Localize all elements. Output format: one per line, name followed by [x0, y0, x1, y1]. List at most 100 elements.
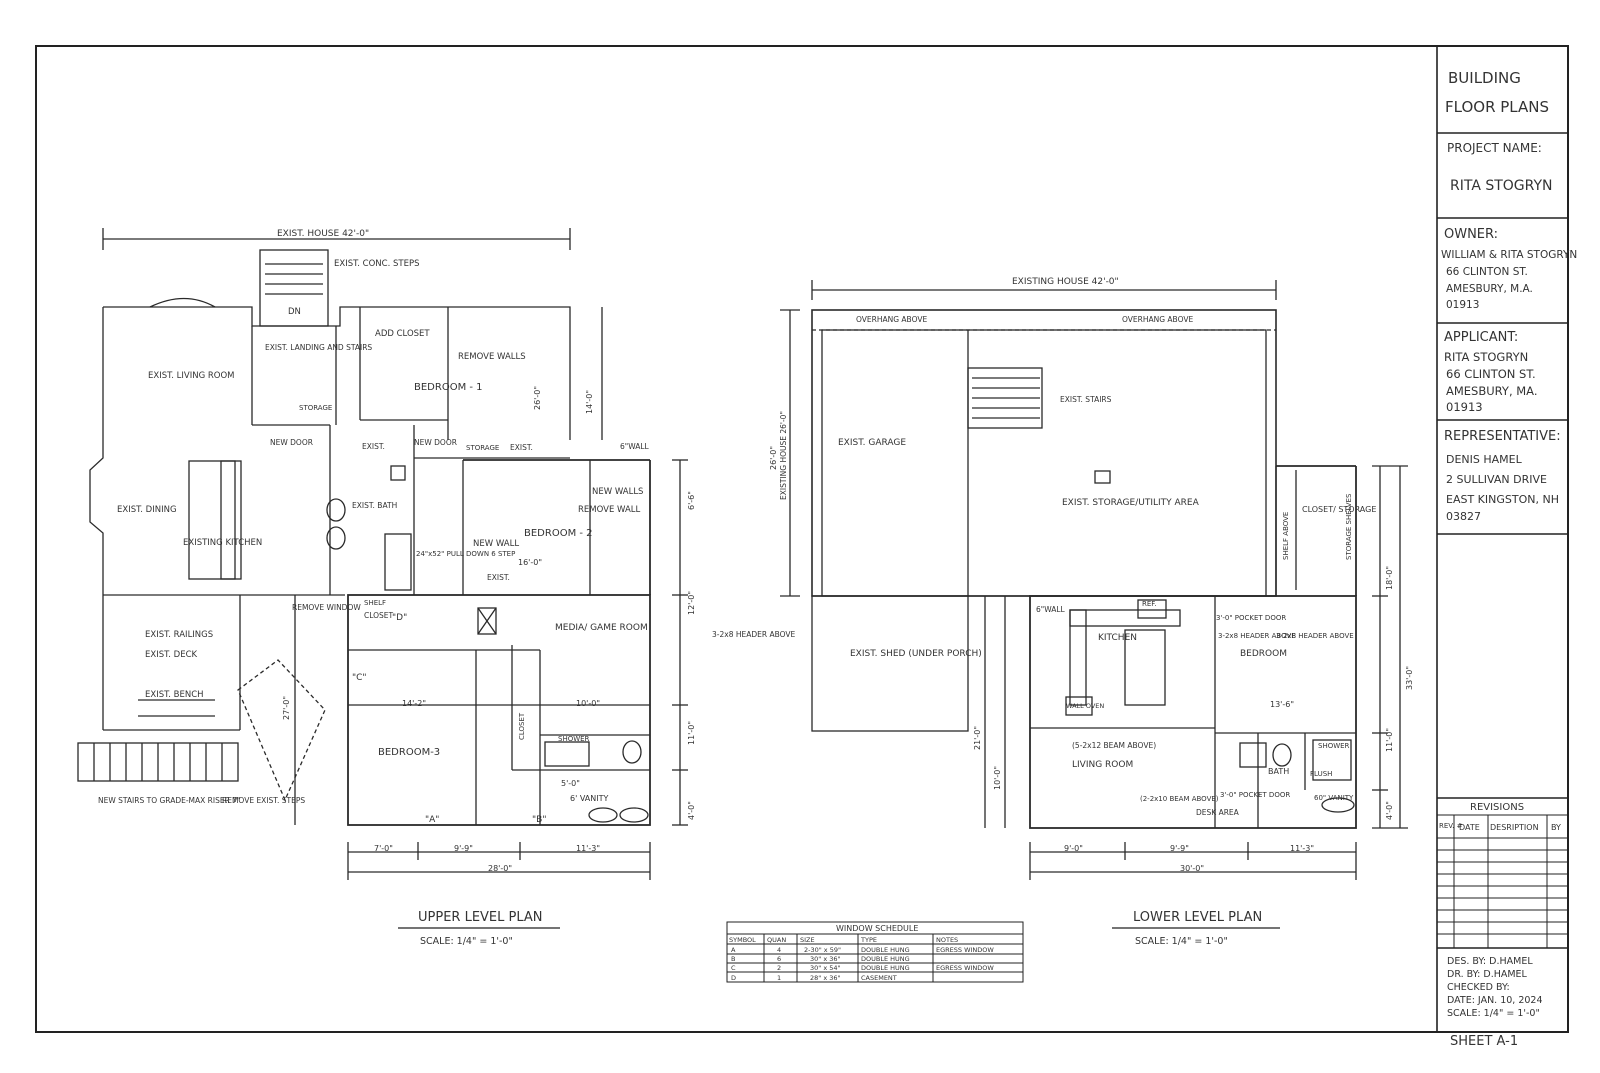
- upper-label-exist1: EXIST.: [362, 442, 385, 451]
- upper-label-shelf: SHELF: [364, 599, 386, 607]
- revisions-col-desc: DESRIPTION: [1490, 823, 1539, 832]
- applicant-line-2: 66 CLINTON ST.: [1446, 367, 1536, 381]
- upper-dim-50: 5'-0": [561, 779, 580, 788]
- lower-dim-40: 4'-0": [1385, 801, 1394, 820]
- lower-dim-110: 11'-0": [1385, 728, 1394, 752]
- lower-label-bedroom: BEDROOM: [1240, 649, 1287, 659]
- upper-label-dining: EXIST. DINING: [117, 505, 177, 515]
- revisions-text: REVISIONS REV. # DATE DESRIPTION BY: [1439, 802, 1561, 832]
- upper-label-kitchen: EXISTING KITCHEN: [183, 538, 262, 548]
- ws-row-d-symbol: D: [731, 974, 736, 982]
- upper-dim-70: 7'-0": [374, 844, 393, 853]
- upper-label-closet2: CLOSET: [518, 712, 526, 740]
- lower-label-shelf-above: SHELF ABOVE: [1282, 512, 1290, 560]
- upper-label-remove-wall: REMOVE WALL: [578, 505, 641, 515]
- revisions-col-by: BY: [1551, 823, 1561, 832]
- upper-dim-26: 26'-0": [533, 386, 542, 410]
- upper-label-remove-steps: REMOVE EXIST. STEPS: [222, 796, 305, 805]
- lower-label-header1: 3-2x8 HEADER ABOVE: [1218, 632, 1296, 640]
- representative-line-1: DENIS HAMEL: [1446, 453, 1523, 466]
- revisions-col-date: DATE: [1459, 823, 1480, 832]
- lower-dim-113: 11'-3": [1290, 844, 1314, 853]
- lower-plan-title: LOWER LEVEL PLAN: [1133, 910, 1262, 925]
- lower-label-storage-shelves: STORAGE SHELVES: [1345, 493, 1353, 560]
- upper-label-wall6: 6"WALL: [620, 442, 650, 451]
- owner-label: OWNER:: [1444, 227, 1498, 242]
- upper-label-dn: DN: [288, 307, 301, 317]
- upper-dim-66: 6'-6": [687, 491, 696, 510]
- upper-marker-a: "A": [425, 815, 439, 825]
- lower-label-overhang2: OVERHANG ABOVE: [1122, 315, 1193, 324]
- lower-label-ref: REF.: [1142, 600, 1156, 608]
- representative-line-2: 2 SULLIVAN DRIVE: [1446, 473, 1547, 486]
- revisions-title: REVISIONS: [1470, 802, 1524, 813]
- lower-label-beam2: (2-2x10 BEAM ABOVE): [1140, 795, 1219, 803]
- ws-row-b-type: DOUBLE HUNG: [861, 955, 910, 963]
- date: DATE: JAN. 10, 2024: [1447, 995, 1543, 1006]
- ws-header-type: TYPE: [860, 936, 877, 944]
- window-schedule-text: WINDOW SCHEDULE SYMBOL QUAN SIZE TYPE NO…: [729, 924, 994, 982]
- ws-row-b-quan: 6: [777, 955, 781, 963]
- ws-row-a-quan: 4: [777, 946, 781, 954]
- lower-label-wall-oven: WALL OVEN: [1066, 702, 1104, 710]
- lower-plan-walls: [780, 280, 1408, 880]
- upper-label-bedroom1: BEDROOM - 1: [414, 382, 483, 393]
- lower-dim-210: 21'-0": [973, 726, 982, 750]
- ws-row-d-size: 28" x 36": [810, 974, 841, 982]
- lower-label-storage-utility: EXIST. STORAGE/UTILITY AREA: [1062, 498, 1200, 508]
- upper-marker-d: "D": [392, 613, 407, 623]
- lower-label-garage: EXIST. GARAGE: [838, 438, 906, 448]
- upper-plan-labels: EXIST. HOUSE 42'-0" EXIST. CONC. STEPS D…: [98, 229, 796, 873]
- upper-label-bedroom3: BEDROOM-3: [378, 747, 440, 758]
- upper-dim-142: 14'-2": [402, 699, 426, 708]
- upper-label-new-door1: NEW DOOR: [270, 438, 313, 447]
- upper-label-bath: EXIST. BATH: [352, 501, 397, 510]
- upper-dim-110: 11'-0": [687, 721, 696, 745]
- lower-label-closet-storage: CLOSET/ STORAGE: [1302, 505, 1376, 514]
- owner-line-3: AMESBURY, M.A.: [1446, 283, 1533, 295]
- upper-plan-scale: SCALE: 1/4" = 1'-0": [420, 936, 513, 947]
- lower-plan-title-block: LOWER LEVEL PLAN SCALE: 1/4" = 1'-0": [1112, 910, 1280, 947]
- lower-label-wall6: 6"WALL: [1036, 605, 1066, 614]
- upper-label-steps: EXIST. CONC. STEPS: [334, 259, 420, 269]
- upper-label-remove-window: REMOVE WINDOW: [292, 603, 361, 612]
- upper-dim-280: 28'-0": [488, 864, 512, 873]
- title-line-1: BUILDING: [1448, 69, 1521, 87]
- lower-label-vanity: 60" VANITY: [1314, 794, 1354, 802]
- ws-row-d-quan: 1: [777, 974, 781, 982]
- lower-label-header2: 3-2x8 HEADER ABOVE: [1276, 632, 1354, 640]
- applicant-line-1: RITA STOGRYN: [1444, 350, 1528, 364]
- upper-label-exist2: EXIST.: [510, 443, 533, 452]
- lower-plan-labels: EXISTING HOUSE 42'-0" OVERHANG ABOVE OVE…: [769, 277, 1414, 873]
- upper-marker-b: "B": [532, 815, 546, 825]
- upper-marker-c: "C": [352, 673, 367, 683]
- lower-overall-dim: EXISTING HOUSE 42'-0": [1012, 277, 1119, 287]
- sheet-number: SHEET A-1: [1450, 1034, 1518, 1049]
- upper-label-new-stairs: NEW STAIRS TO GRADE-MAX RISER 7": [98, 796, 240, 805]
- ws-row-a-size: 2-30" x 59": [804, 946, 841, 954]
- upper-overall-dim: EXIST. HOUSE 42'-0": [277, 229, 369, 239]
- lower-label-living: LIVING ROOM: [1072, 760, 1133, 770]
- lower-label-bath: BATH: [1268, 767, 1289, 776]
- ws-row-c-size: 30" x 54": [810, 964, 841, 972]
- lower-label-shower: SHOWER: [1318, 742, 1350, 750]
- ws-header-size: SIZE: [800, 936, 815, 944]
- applicant-line-3: AMESBURY, MA.: [1446, 384, 1538, 398]
- upper-label-new-wall: NEW WALL: [473, 539, 519, 549]
- owner-line-2: 66 CLINTON ST.: [1446, 266, 1528, 278]
- upper-dim-270: 27'-0": [282, 696, 291, 720]
- ws-header-symbol: SYMBOL: [729, 936, 756, 944]
- lower-dim-136: 13'-6": [1270, 700, 1294, 709]
- upper-dim-16: 16'-0": [518, 558, 542, 567]
- upper-label-deck: EXIST. DECK: [145, 650, 198, 660]
- designed-by: DES. BY: D.HAMEL: [1447, 956, 1533, 967]
- title-block: [1436, 46, 1568, 1032]
- revisions-table: [1437, 814, 1568, 948]
- upper-dim-100: 10'-0": [576, 699, 600, 708]
- lower-label-pocket-door2: 3'-0" POCKET DOOR: [1220, 791, 1290, 799]
- ws-row-c-notes: EGRESS WINDOW: [936, 964, 994, 972]
- upper-label-remove-walls: REMOVE WALLS: [458, 352, 526, 362]
- applicant-line-4: 01913: [1446, 400, 1483, 414]
- upper-dim-113: 11'-3": [576, 844, 600, 853]
